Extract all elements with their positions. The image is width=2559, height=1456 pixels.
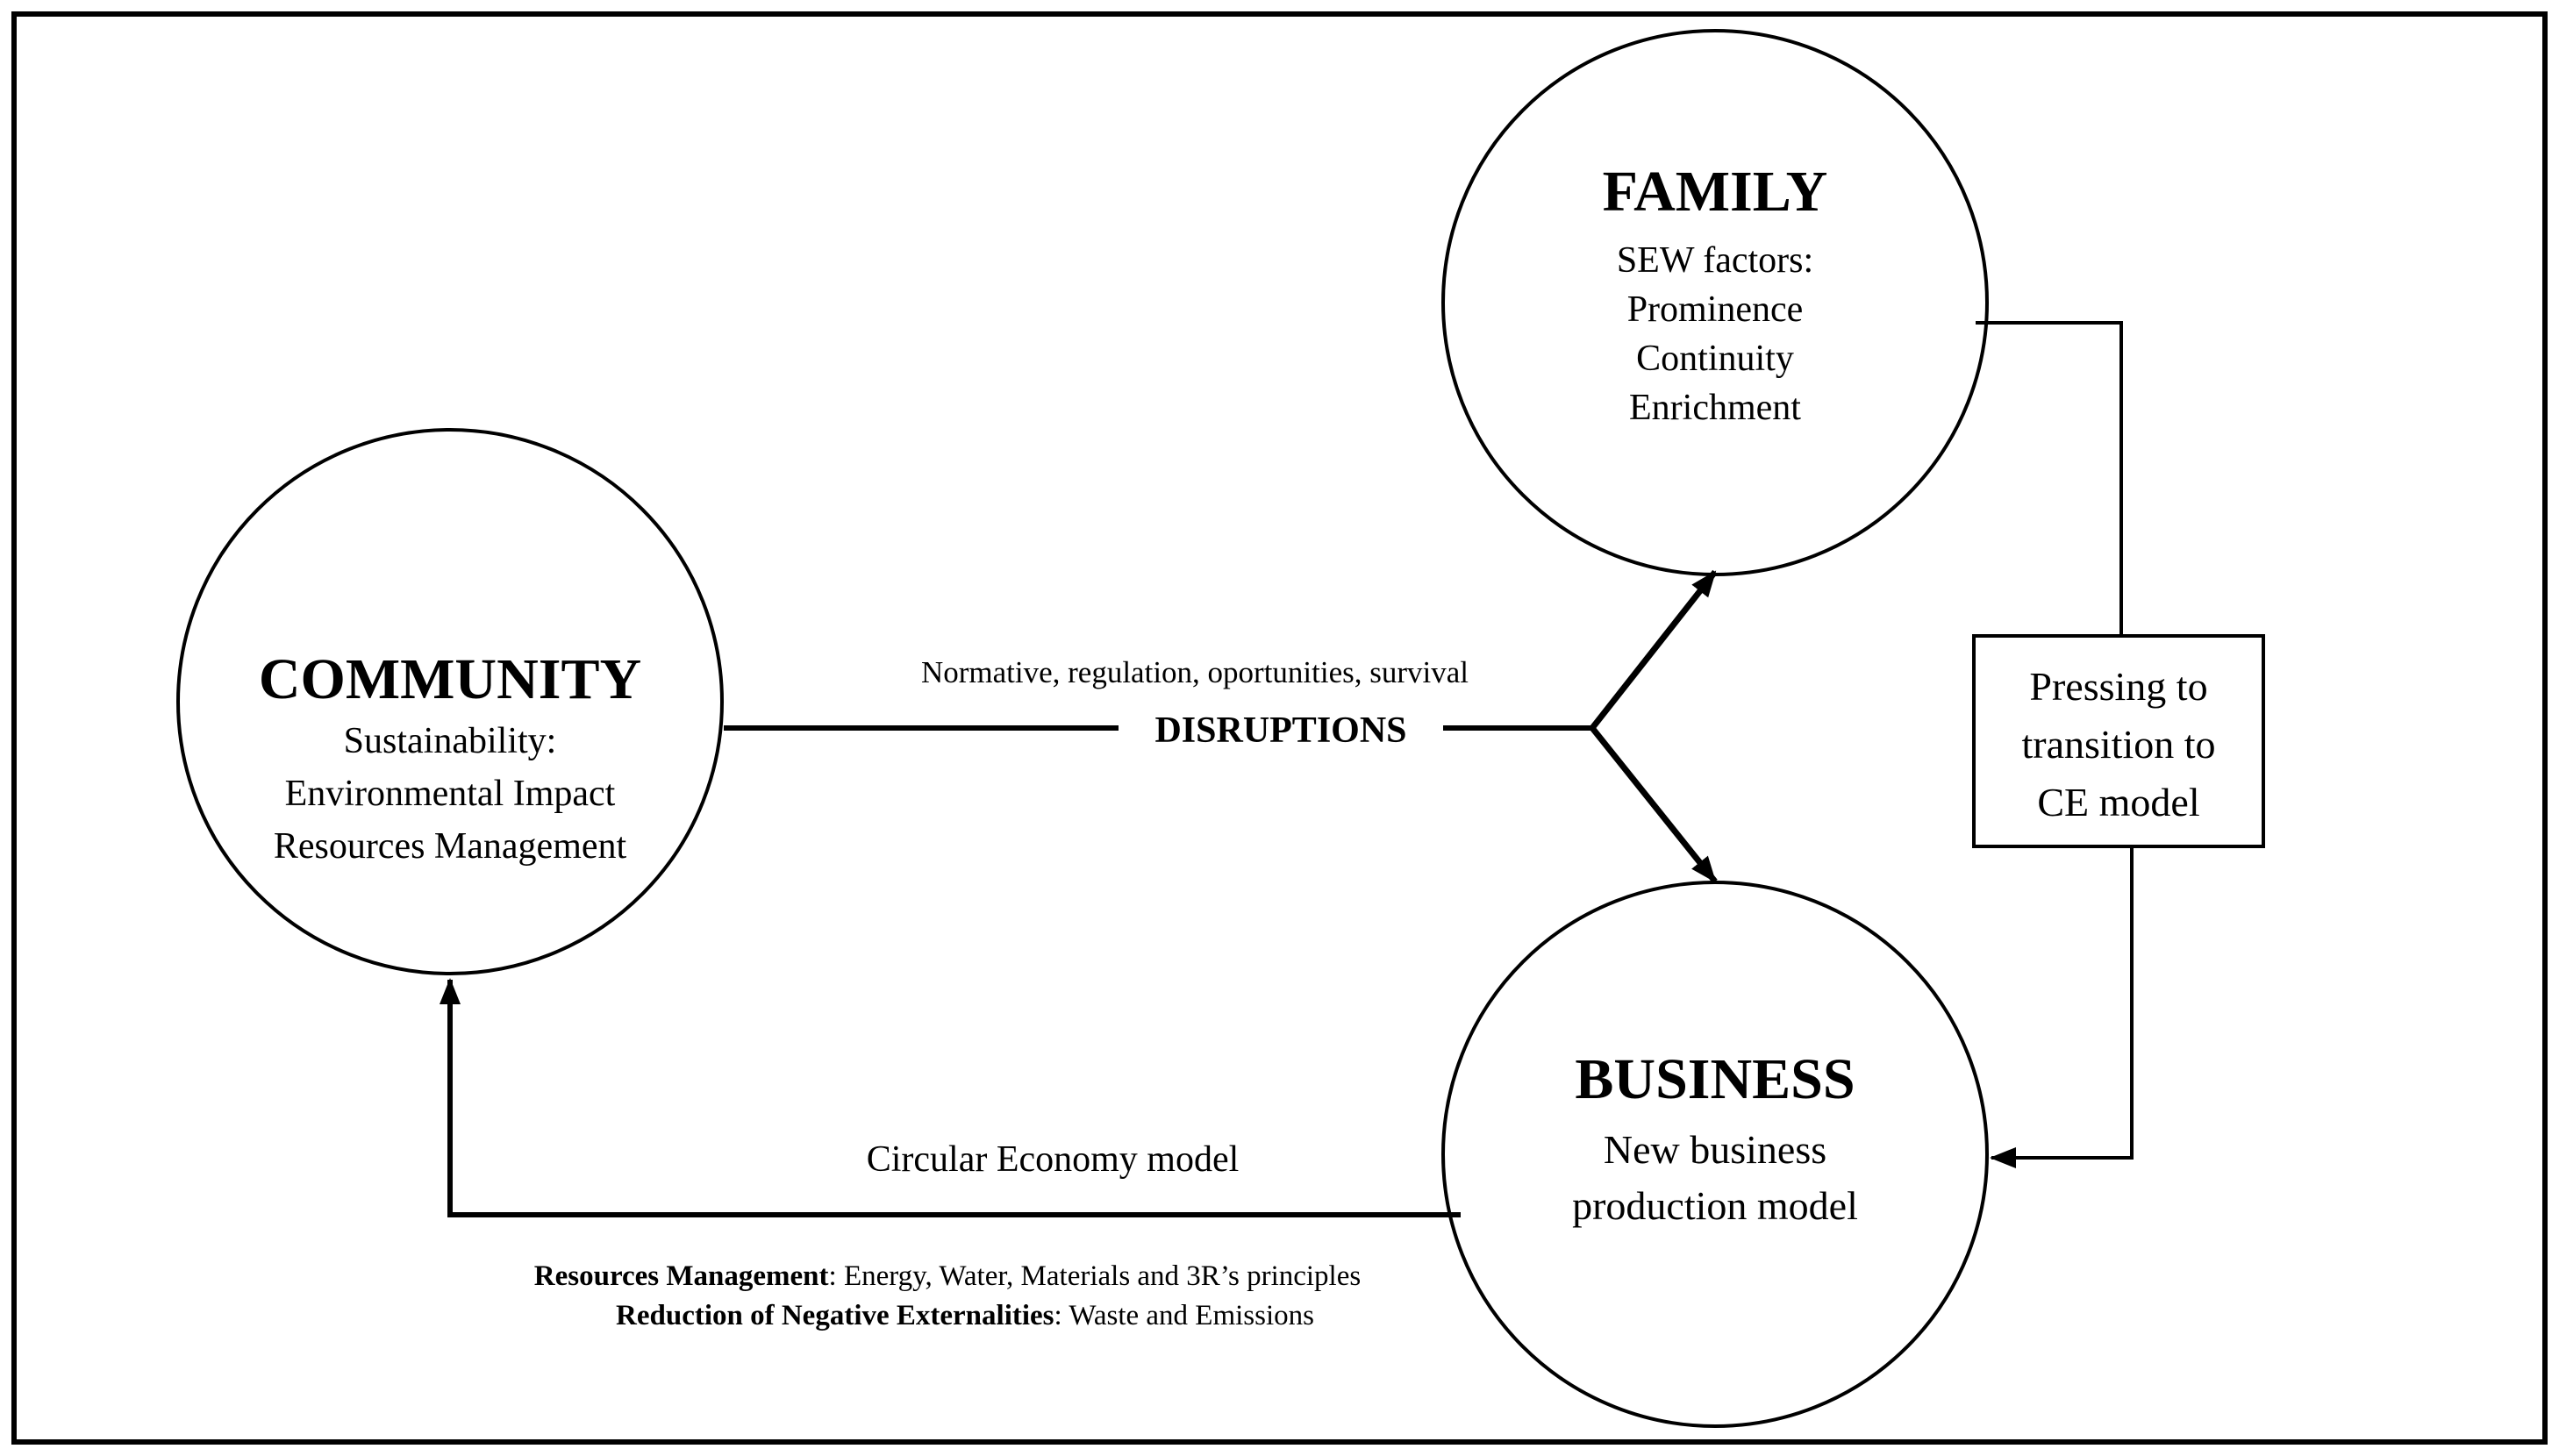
family-subtitle: SEW factors: bbox=[1617, 240, 1813, 281]
circular-note-1-bold: Resources Management bbox=[534, 1260, 829, 1292]
circular-note-1-rest: : Energy, Water, Materials and 3R’s prin… bbox=[829, 1260, 1362, 1292]
business-line-1: New business bbox=[1604, 1127, 1826, 1172]
outer-frame bbox=[11, 11, 2548, 1445]
family-item-prominence: Prominence bbox=[1627, 289, 1804, 330]
business-node: BUSINESS New business production model bbox=[1441, 881, 1989, 1428]
circular-note-1: Resources Management: Energy, Water, Mat… bbox=[534, 1260, 1361, 1292]
arrow-to-business bbox=[1590, 725, 1718, 884]
family-to-box-line bbox=[1976, 321, 2123, 636]
arrow-to-family bbox=[1590, 569, 1718, 731]
family-node: FAMILY SEW factors: Prominence Continuit… bbox=[1441, 29, 1989, 576]
community-item-resources-management: Resources Management bbox=[274, 826, 627, 867]
community-title: COMMUNITY bbox=[259, 647, 641, 711]
business-to-community-line bbox=[440, 978, 1461, 1217]
circular-note-2-rest: : Waste and Emissions bbox=[1054, 1300, 1314, 1331]
circular-label: Circular Economy model bbox=[867, 1139, 1240, 1180]
circular-note-2-bold: Reduction of Negative Externalities bbox=[616, 1300, 1054, 1331]
pressing-line-3: CE model bbox=[2037, 780, 2199, 824]
family-item-continuity: Continuity bbox=[1636, 339, 1794, 379]
business-title: BUSINESS bbox=[1575, 1047, 1855, 1111]
pressing-connector: Pressing to transition to CE model bbox=[1972, 321, 2265, 1168]
business-line-2: production model bbox=[1572, 1183, 1858, 1228]
family-title: FAMILY bbox=[1603, 160, 1828, 224]
pressing-line-2: transition to bbox=[2021, 722, 2215, 767]
community-node: COMMUNITY Sustainability: Environmental … bbox=[176, 428, 724, 975]
family-item-enrichment: Enrichment bbox=[1629, 388, 1801, 428]
disruptions-caption: Normative, regulation, oportunities, sur… bbox=[921, 655, 1469, 689]
disruptions-label: DISRUPTIONS bbox=[1154, 710, 1406, 751]
community-circle bbox=[176, 428, 724, 975]
community-item-environmental-impact: Environmental Impact bbox=[285, 774, 616, 814]
box-to-business-line bbox=[1990, 846, 2134, 1168]
circular-note-2: Reduction of Negative Externalities: Was… bbox=[616, 1300, 1314, 1331]
disruptions-connector: Normative, regulation, oportunities, sur… bbox=[724, 569, 1718, 884]
pressing-box bbox=[1972, 634, 2265, 848]
pressing-line-1: Pressing to bbox=[2029, 664, 2207, 709]
community-subtitle: Sustainability: bbox=[344, 721, 557, 761]
circular-connector: Circular Economy model Resources Managem… bbox=[440, 978, 1461, 1331]
